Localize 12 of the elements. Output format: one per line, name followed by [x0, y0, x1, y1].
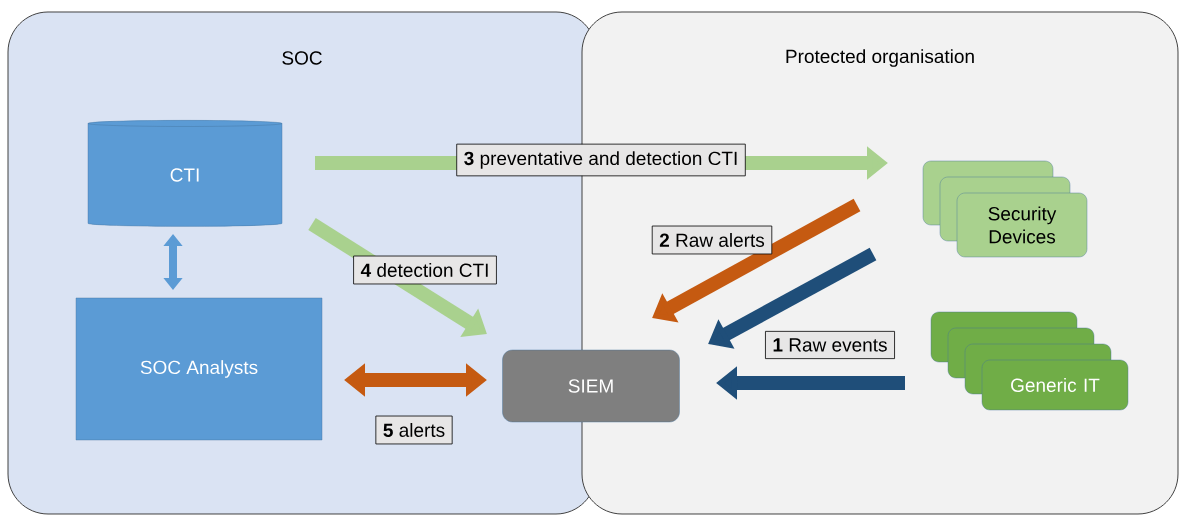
block-arrow — [163, 234, 183, 290]
edge-label: 4 detection CTI — [353, 255, 497, 285]
edge-label: 2 Raw alerts — [651, 225, 773, 255]
edge-label: 1 Raw events — [765, 330, 895, 359]
device-stack: Security Devices — [922, 160, 1088, 258]
edge-label: 3 preventative and detection CTI — [456, 143, 746, 177]
process-box: SIEM — [502, 349, 680, 423]
device-stack: Generic IT — [930, 311, 1129, 411]
node-label: Generic IT — [1011, 378, 1100, 392]
process-box: SOC Analysts — [75, 297, 323, 441]
database-cylinder: CTI — [87, 120, 283, 227]
edge-label: 5 alerts — [375, 415, 453, 445]
